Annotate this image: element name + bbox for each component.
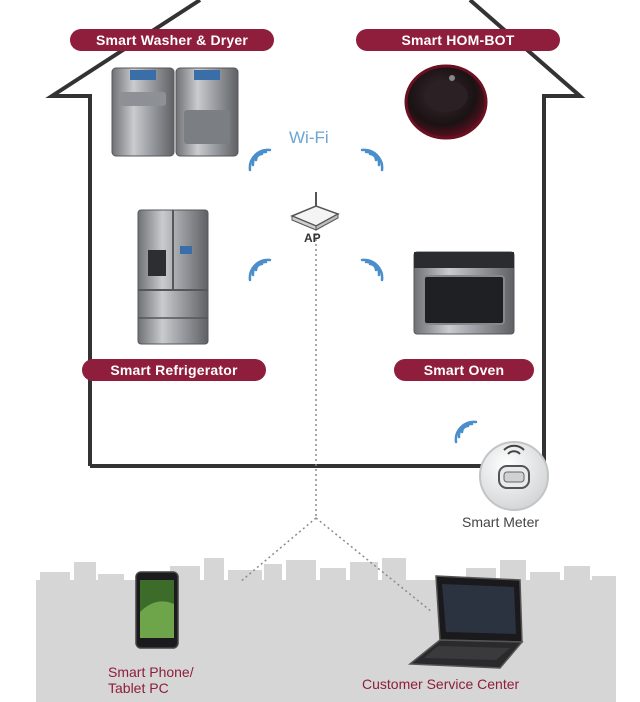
ap-label: AP bbox=[304, 231, 321, 245]
refrigerator-image bbox=[137, 209, 209, 345]
customer-service-center-caption: Customer Service Center bbox=[362, 676, 520, 692]
smart-meter-caption: Smart Meter bbox=[462, 514, 540, 530]
wifi-label: Wi-Fi bbox=[289, 128, 329, 147]
hombot-image bbox=[404, 64, 488, 140]
smart-hombot-label: Smart HOM-BOT bbox=[356, 29, 560, 51]
smart-phone-caption-line2: Tablet PC bbox=[108, 680, 169, 696]
smart-refrigerator-label: Smart Refrigerator bbox=[82, 359, 266, 381]
connection-lines bbox=[239, 234, 433, 613]
smart-oven-label: Smart Oven bbox=[394, 359, 534, 381]
smart-meter-image bbox=[479, 441, 549, 511]
smartphone-image bbox=[135, 571, 179, 649]
wifi-signal-icon bbox=[248, 148, 478, 444]
smart-phone-caption-line1: Smart Phone/ bbox=[108, 664, 194, 680]
access-point-icon bbox=[290, 192, 340, 231]
oven-image bbox=[413, 251, 515, 335]
laptop-image bbox=[407, 575, 524, 669]
washer-dryer-image bbox=[111, 67, 239, 157]
smart-washer-dryer-label: Smart Washer & Dryer bbox=[70, 29, 274, 51]
